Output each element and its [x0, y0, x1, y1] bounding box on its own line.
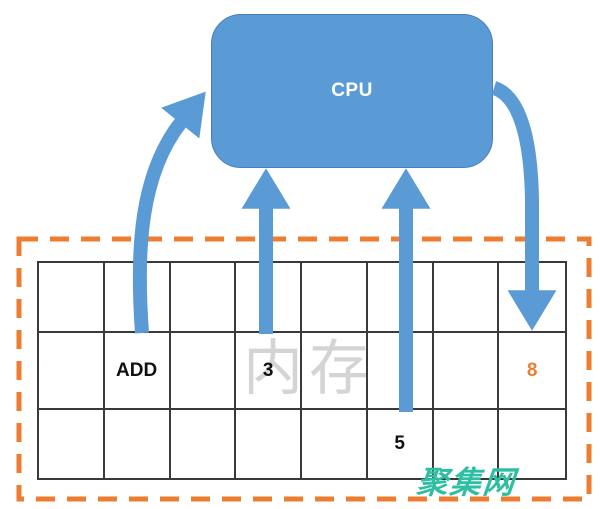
memory-cell-r1-c1: [39, 263, 105, 333]
memory-watermark-text: 内存: [243, 334, 375, 404]
memory-cell-r3-c4: [236, 410, 302, 478]
memory-cell-r2-c7: [433, 333, 500, 410]
memory-cell-r1-c8: [499, 263, 565, 333]
memory-cell-r1-c7: [433, 263, 500, 333]
memory-cell-r3-c1: [39, 410, 105, 478]
memory-cell-r1-c5: [302, 263, 368, 333]
memory-cell-r2-c5: [302, 333, 368, 410]
memory-cell-r2-c8: 8: [499, 333, 565, 410]
memory-cell-r3-c3: [171, 410, 237, 478]
arrow-add-to-cpu: [132, 91, 206, 334]
memory-cell-r3-c2: [105, 410, 171, 478]
cpu-box: CPU: [211, 14, 493, 168]
cpu-label: CPU: [331, 80, 373, 101]
memory-cell-r2-c3: [170, 333, 237, 410]
memory-cell-r2-c1: [39, 333, 105, 410]
memory-cell-r1-c3: [170, 263, 237, 333]
memory-cell-r3-c7: [434, 410, 500, 478]
memory-cell-r2-c4: 3: [236, 333, 302, 410]
memory-cell-r3-c6: 5: [368, 410, 434, 478]
memory-cell-r2-c2: ADD: [104, 333, 171, 410]
arrow-cpu-to-result-8: [491, 81, 557, 331]
memory-cell-r3-c5: [302, 410, 368, 478]
memory-dashed-boundary: [16, 236, 592, 502]
